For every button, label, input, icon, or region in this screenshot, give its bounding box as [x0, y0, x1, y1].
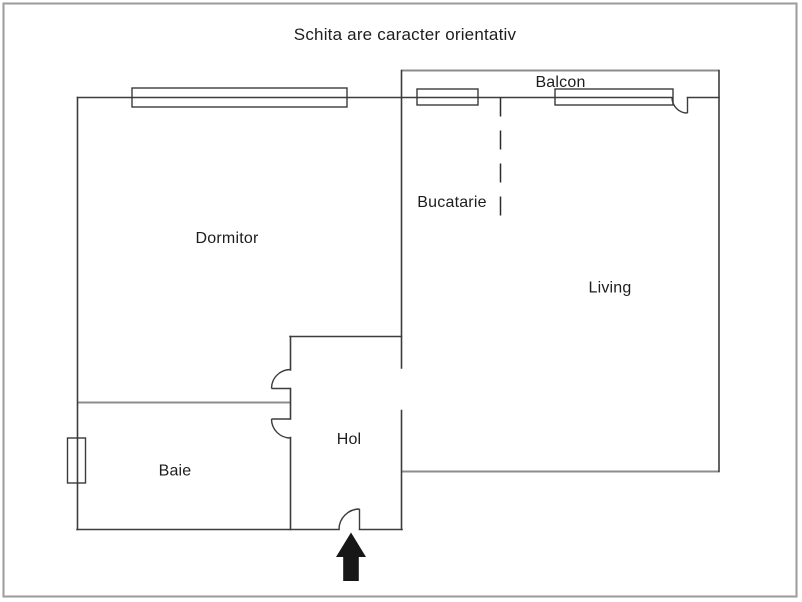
doors — [270, 97, 689, 530]
walls-main — [76, 69, 720, 531]
window-baie — [66, 437, 87, 484]
door-entrance — [338, 508, 361, 530]
window-living-balcony — [554, 88, 674, 106]
door-balcony — [671, 97, 689, 114]
room-label-living: Living — [588, 280, 631, 297]
room-label-baie: Baie — [159, 463, 192, 480]
door-baie-hol — [270, 418, 291, 439]
room-label-hol: Hol — [337, 431, 362, 448]
room-label-balcon: Balcon — [535, 74, 585, 91]
windows — [66, 87, 674, 484]
labels: Schita are caracter orientativ Balcon Do… — [159, 25, 632, 480]
window-bucatarie — [416, 88, 479, 106]
room-label-bucatarie: Bucatarie — [417, 194, 486, 211]
door-dormitor-hol — [270, 368, 291, 390]
room-label-dormitor: Dormitor — [196, 230, 259, 247]
window-dormitor — [131, 87, 348, 108]
entrance-arrow-icon — [336, 532, 366, 581]
title: Schita are caracter orientativ — [294, 25, 517, 44]
walls-light — [77, 69, 719, 473]
